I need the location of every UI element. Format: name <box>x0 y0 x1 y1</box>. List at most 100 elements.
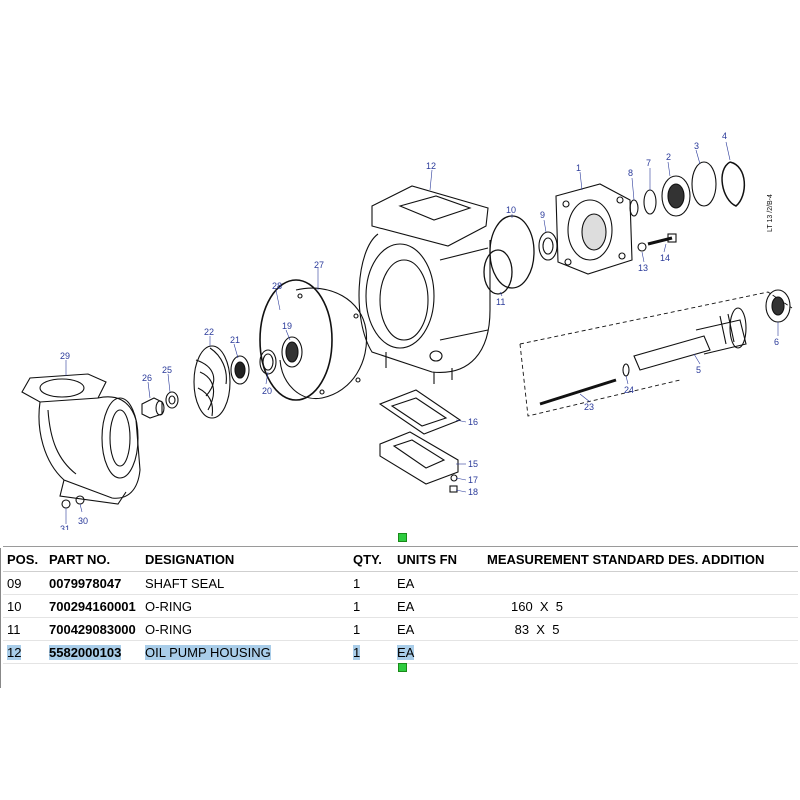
callout-9: 9 <box>540 210 545 220</box>
part-25-nut[interactable] <box>165 391 179 409</box>
callout-labels: 1 2 3 4 5 6 7 8 9 10 11 12 13 14 15 16 1… <box>60 131 779 530</box>
callout-15: 15 <box>468 459 478 469</box>
callout-17: 17 <box>468 475 478 485</box>
part-09-shaft-seal[interactable] <box>538 231 558 261</box>
part-06-bearing[interactable] <box>765 289 791 323</box>
callout-1: 1 <box>576 163 581 173</box>
cell-pos: 12 <box>7 644 22 660</box>
cell-measurement: 160 X 5 <box>483 594 771 618</box>
bottom-selection-marker[interactable] <box>398 663 407 672</box>
table-row[interactable]: 09 0079978047 SHAFT SEAL 1 EA <box>3 571 798 595</box>
part-27-cover-plate[interactable] <box>279 287 368 400</box>
cell-qty: 1 <box>353 644 361 660</box>
cell-designation: SHAFT SEAL <box>141 571 349 595</box>
cell-measurement <box>483 571 771 595</box>
part-18-nut[interactable] <box>449 485 458 493</box>
callout-21: 21 <box>230 335 240 345</box>
callout-31: 31 <box>60 524 70 530</box>
table-row-selected[interactable]: 12 5582000103 OIL PUMP HOUSING 1 EA <box>3 640 798 664</box>
header-qty[interactable]: QTY. <box>349 546 393 572</box>
callout-30: 30 <box>78 516 88 526</box>
header-designation[interactable]: DESIGNATION <box>141 546 349 572</box>
callout-8: 8 <box>628 168 633 178</box>
part-28-gasket[interactable] <box>259 279 333 401</box>
callout-3: 3 <box>694 141 699 151</box>
table-header-row: POS. PART NO. DESIGNATION QTY. UNITS FN … <box>3 546 798 572</box>
header-units[interactable]: UNITS <box>397 551 436 567</box>
callout-19: 19 <box>282 321 292 331</box>
part-19-seal[interactable] <box>281 336 303 368</box>
cell-pos: 10 <box>3 594 45 618</box>
part-26-plug[interactable] <box>141 397 165 419</box>
cell-part-no: 700429083000 <box>45 617 141 641</box>
cell-pos: 09 <box>3 571 45 595</box>
header-standard[interactable]: STANDARD <box>592 551 665 567</box>
part-05-shaft[interactable] <box>633 307 747 371</box>
header-pos[interactable]: POS. <box>3 546 45 572</box>
callout-6: 6 <box>774 337 779 347</box>
callout-2: 2 <box>666 152 671 162</box>
callout-16: 16 <box>468 417 478 427</box>
callout-22: 22 <box>204 327 214 337</box>
callout-23: 23 <box>584 402 594 412</box>
cell-measurement: 83 X 5 <box>483 617 771 641</box>
drawing-reference-label: LT 13 /2/B-4 <box>767 194 774 232</box>
part-30-washer[interactable] <box>75 495 85 505</box>
part-14-bolt[interactable] <box>647 233 677 246</box>
callout-27: 27 <box>314 260 324 270</box>
cell-units: EA <box>393 594 483 618</box>
cell-measurement <box>483 640 771 664</box>
callout-14: 14 <box>660 253 670 263</box>
part-21-bearing[interactable] <box>230 355 250 385</box>
callout-7: 7 <box>646 158 651 168</box>
part-16-gasket[interactable] <box>378 389 462 435</box>
table-row[interactable]: 10 700294160001 O-RING 1 EA 160 X 5 <box>3 594 798 618</box>
cell-units: EA <box>393 571 483 595</box>
callout-28: 28 <box>272 281 282 291</box>
cell-qty: 1 <box>349 594 393 618</box>
cell-units: EA <box>397 644 415 660</box>
table-row[interactable]: 11 700429083000 O-RING 1 EA 83 X 5 <box>3 617 798 641</box>
callout-10: 10 <box>506 205 516 215</box>
header-des-addition[interactable]: DES. ADDITION <box>668 551 765 567</box>
callout-13: 13 <box>638 263 648 273</box>
top-selection-marker[interactable] <box>398 533 407 542</box>
cell-designation: O-RING <box>141 594 349 618</box>
part-12-oil-pump-housing[interactable] <box>358 185 491 384</box>
part-24-washer[interactable] <box>622 363 630 377</box>
header-measurement[interactable]: MEASUREMENT <box>487 551 589 567</box>
cell-qty: 1 <box>349 571 393 595</box>
part-01-flange-housing[interactable] <box>555 183 633 275</box>
header-fn[interactable]: FN <box>439 551 457 567</box>
callout-20: 20 <box>262 386 272 396</box>
cell-designation: OIL PUMP HOUSING <box>145 644 271 660</box>
part-13-washer[interactable] <box>637 242 647 252</box>
part-02-bearing[interactable] <box>661 175 691 217</box>
cell-units: EA <box>393 617 483 641</box>
part-22-impeller[interactable] <box>193 345 231 419</box>
header-part-no[interactable]: PART NO. <box>45 546 141 572</box>
left-frame-edge <box>0 548 4 688</box>
part-08-washer[interactable] <box>629 199 639 217</box>
part-07-ring[interactable] <box>643 189 657 215</box>
part-31-nut[interactable] <box>61 499 71 509</box>
callout-4: 4 <box>722 131 727 141</box>
callout-24: 24 <box>624 385 634 395</box>
part-04-circlip[interactable] <box>721 161 746 207</box>
part-03-ring[interactable] <box>691 161 717 207</box>
part-11-o-ring[interactable] <box>483 249 513 295</box>
callout-11: 11 <box>496 297 505 307</box>
part-29-elbow-housing[interactable] <box>21 373 141 505</box>
parts-list-table: POS. PART NO. DESIGNATION QTY. UNITS FN … <box>3 546 798 664</box>
part-15-cover[interactable] <box>379 431 459 485</box>
part-23-rod[interactable] <box>539 378 617 406</box>
parts-list-table-area: POS. PART NO. DESIGNATION QTY. UNITS FN … <box>0 546 800 800</box>
cell-part-no: 700294160001 <box>45 594 141 618</box>
shaft-group-outline <box>519 291 793 417</box>
callout-5: 5 <box>696 365 701 375</box>
cell-part-no: 0079978047 <box>45 571 141 595</box>
callout-29: 29 <box>60 351 70 361</box>
cell-designation: O-RING <box>141 617 349 641</box>
exploded-parts-diagram: 1 2 3 4 5 6 7 8 9 10 11 12 13 14 15 16 1… <box>21 131 793 530</box>
cell-pos: 11 <box>3 617 45 641</box>
